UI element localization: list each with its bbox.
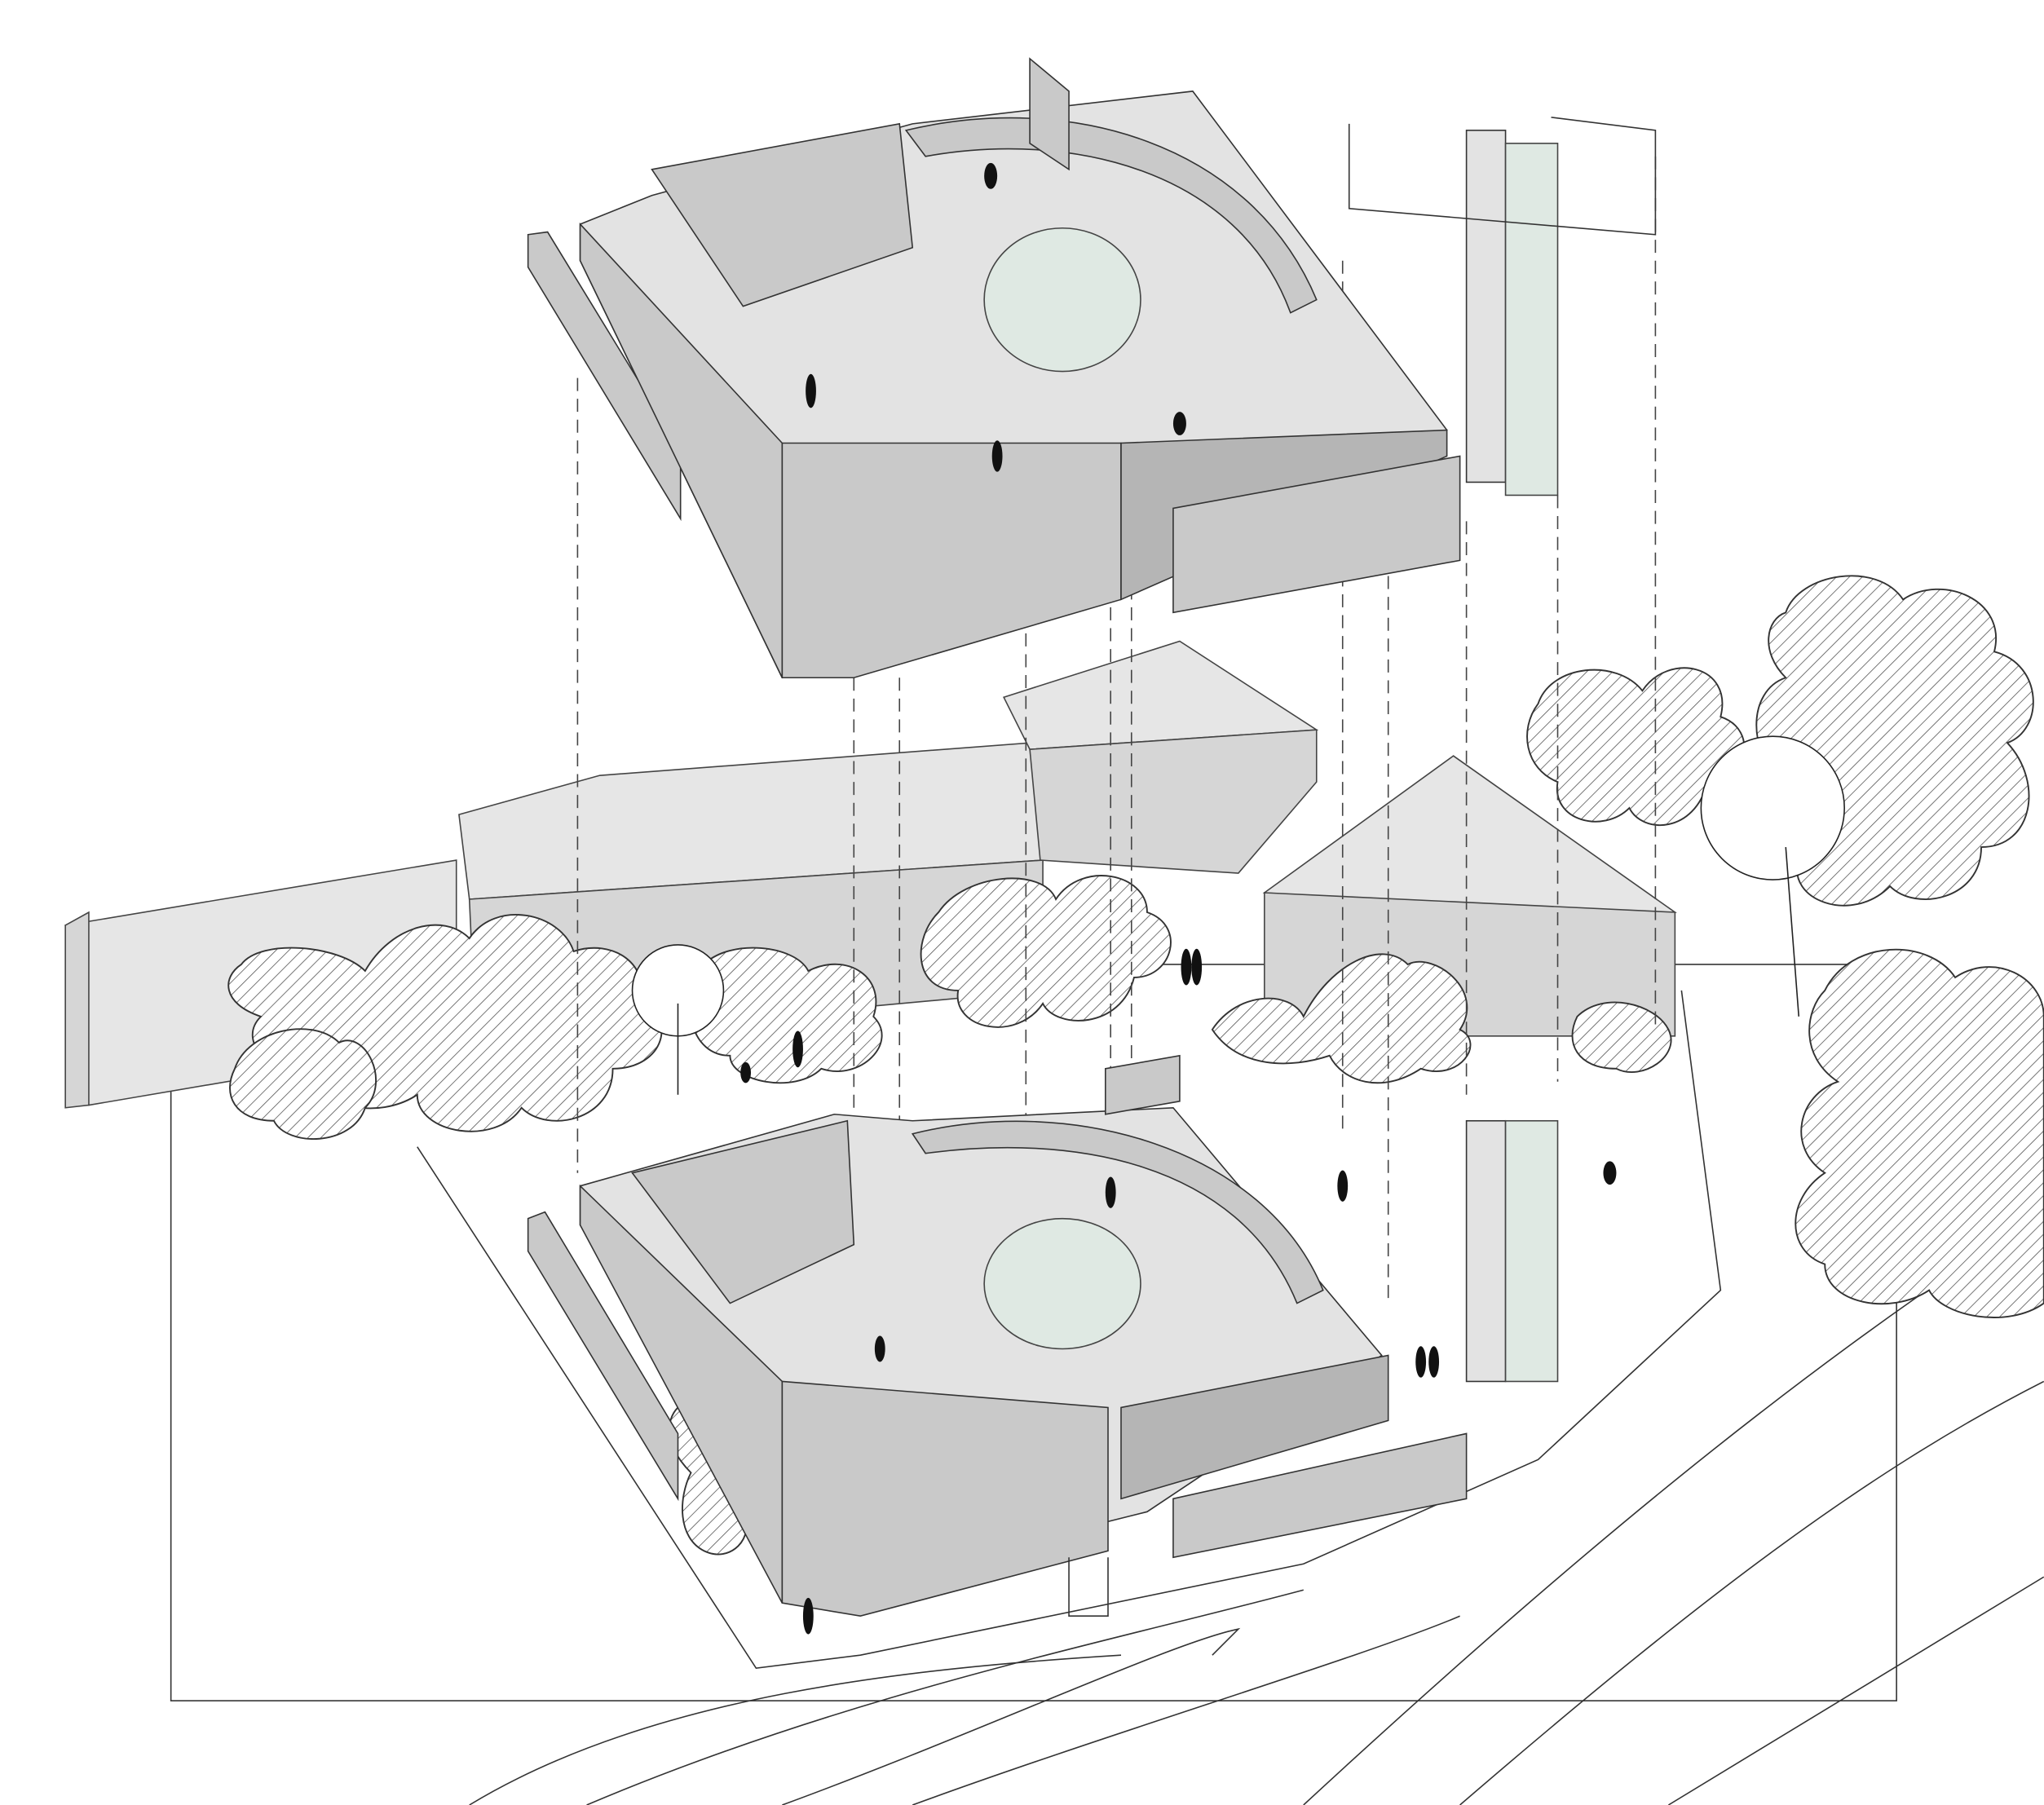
stair-tower-upper-front	[1504, 143, 1559, 496]
projection-lines	[576, 156, 1657, 1304]
ground-floor-plan	[527, 1054, 1559, 1617]
upper-floor-plan	[527, 57, 1657, 679]
people-silhouettes	[740, 162, 1617, 1635]
tree-canopy	[1211, 953, 1472, 1084]
tree-canopy	[1571, 1001, 1672, 1073]
trees	[227, 575, 2044, 1556]
stair-tower-ground-front	[1504, 1119, 1559, 1383]
stair-tower-upper	[1465, 130, 1507, 483]
tree-canopy	[229, 1028, 377, 1140]
tree-canopy	[1795, 948, 2044, 1318]
roads	[417, 990, 2044, 1805]
tree-canopy	[920, 875, 1172, 1028]
tree-canopy	[689, 947, 883, 1084]
stair-tower-ground	[1465, 1119, 1507, 1383]
detailed-tree	[1700, 735, 1845, 880]
